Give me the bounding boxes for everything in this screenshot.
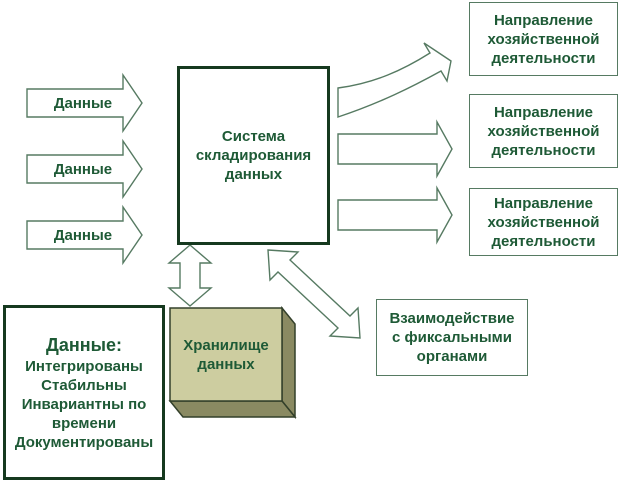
fiscal-box-line: с фиксальными	[392, 329, 512, 346]
data-properties-title: Данные:	[46, 334, 122, 355]
central-system-box: Система складирования данных	[177, 66, 330, 245]
output-box-line: деятельности	[491, 49, 596, 67]
input-arrow-label: Данные	[53, 160, 113, 178]
output-box-line: хозяйственной	[487, 122, 600, 140]
output-box-2: Направление хозяйственной деятельности	[469, 94, 618, 168]
input-arrow-label: Данные	[53, 94, 113, 112]
output-box-line: хозяйственной	[487, 30, 600, 48]
warehouse-cube-side	[281, 305, 296, 420]
warehouse-label-line: Хранилище	[183, 336, 269, 354]
warehouse-cube-bottom	[168, 400, 297, 418]
output-box-line: деятельности	[491, 232, 596, 250]
output-box-line: Направление	[493, 11, 594, 29]
warehouse-label-line: данных	[197, 355, 255, 373]
curved-output-arrow-icon	[337, 42, 452, 118]
output-arrow-icon	[337, 185, 453, 245]
input-arrow-label: Данные	[53, 226, 113, 244]
fiscal-box-line: Взаимодействие	[389, 310, 515, 327]
data-property-item: Стабильны	[41, 376, 127, 394]
warehouse-cube-front	[169, 307, 283, 402]
input-arrow-icon	[26, 72, 143, 134]
central-system-line: данных	[224, 166, 283, 183]
output-box-line: Направление	[493, 103, 594, 121]
input-arrow-icon	[26, 204, 143, 266]
central-system-line: Система	[221, 128, 286, 145]
bidirectional-arrow-fiscal-icon	[267, 249, 361, 339]
output-box-line: Направление	[493, 194, 594, 212]
data-properties-box: Данные: Интегрированы Стабильны Инвариан…	[3, 305, 165, 480]
output-box-3: Направление хозяйственной деятельности	[469, 188, 618, 256]
central-system-line: складирования	[195, 147, 312, 164]
output-box-line: деятельности	[491, 141, 596, 159]
output-box-1: Направление хозяйственной деятельности	[469, 2, 618, 76]
output-box-line: хозяйственной	[487, 213, 600, 231]
fiscal-box-line: органами	[416, 348, 488, 365]
input-arrow-icon	[26, 138, 143, 200]
warehouse-label: Хранилище данных	[170, 308, 282, 401]
bidirectional-arrow-warehouse-icon	[167, 244, 213, 307]
data-property-item: Инвариантны по времени	[21, 395, 147, 432]
output-arrow-icon	[337, 119, 453, 179]
data-property-item: Документированы	[14, 433, 154, 451]
fiscal-box: Взаимодействие с фиксальными органами	[376, 299, 528, 376]
data-property-item: Интегрированы	[25, 357, 143, 375]
